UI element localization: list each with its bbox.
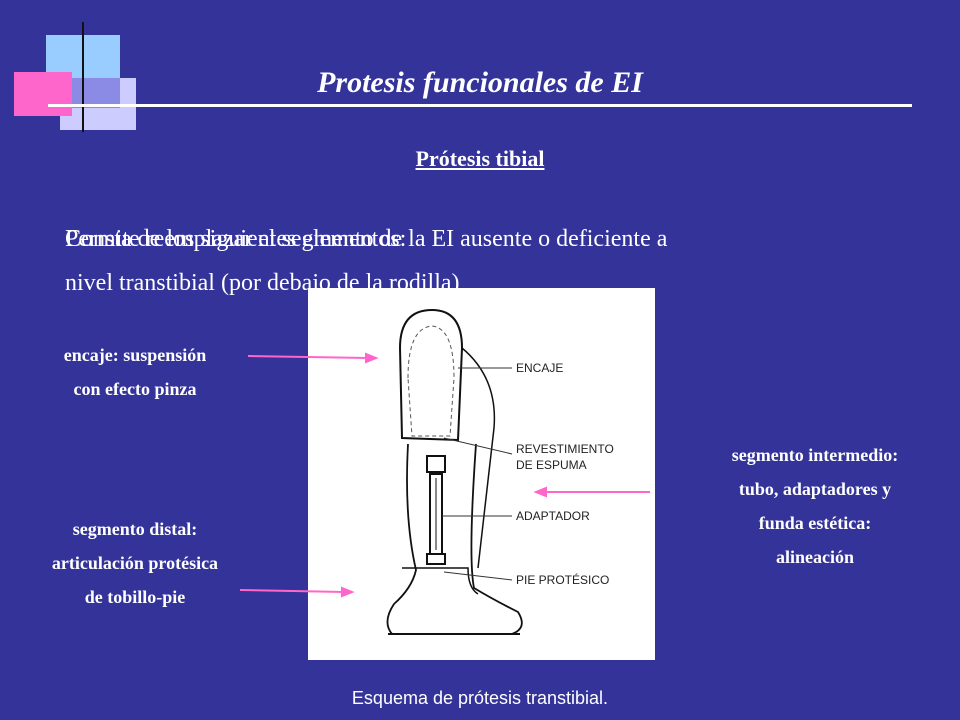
label-distal-line-3: de tobillo-pie [84,587,186,607]
pink-square [14,72,72,116]
diagram-label-encaje: ENCAJE [516,361,563,375]
diagram-label-revestimiento-2: DE ESPUMA [516,458,587,472]
label-encaje: encaje: suspensión con efecto pinza [15,338,255,406]
label-intermedio: segmento intermedio: tubo, adaptadores y… [695,438,935,574]
label-intermedio-line-2: tubo, adaptadores y [738,479,892,499]
diagram-label-adaptador: ADAPTADOR [516,509,590,523]
label-encaje-line-2: con efecto pinza [73,379,197,399]
decorative-corner-squares [14,22,136,132]
label-intermedio-line-3: funda estética: [758,513,872,533]
title-underline [48,104,912,107]
label-distal: segmento distal: articulación protésica … [15,512,255,614]
label-encaje-line-1: encaje: suspensión [63,345,207,365]
body-text-overlap: Consta de los siguientes elementos: [65,226,407,252]
diagram-label-revestimiento-1: REVESTIMIENTO [516,442,614,456]
label-distal-line-1: segmento distal: [72,519,198,539]
slide-title: Protesis funcionales de EI [317,66,643,99]
diagram-label-pie: PIE PROTÉSICO [516,572,609,587]
label-intermedio-line-1: segmento intermedio: [731,445,899,465]
body-text-line-1: Permite reemplazar el segmento de la EI … [65,226,668,252]
label-intermedio-line-4: alineación [775,547,854,567]
slide-subtitle: Prótesis tibial [415,146,545,171]
prosthesis-drawing: ENCAJE REVESTIMIENTO DE ESPUMA ADAPTADOR… [386,308,614,635]
label-distal-line-2: articulación protésica [51,553,219,573]
mid-blue-square [72,78,120,108]
prosthesis-diagram: ENCAJE REVESTIMIENTO DE ESPUMA ADAPTADOR… [308,288,655,660]
diagram-caption: Esquema de prótesis transtibial. [351,688,609,708]
